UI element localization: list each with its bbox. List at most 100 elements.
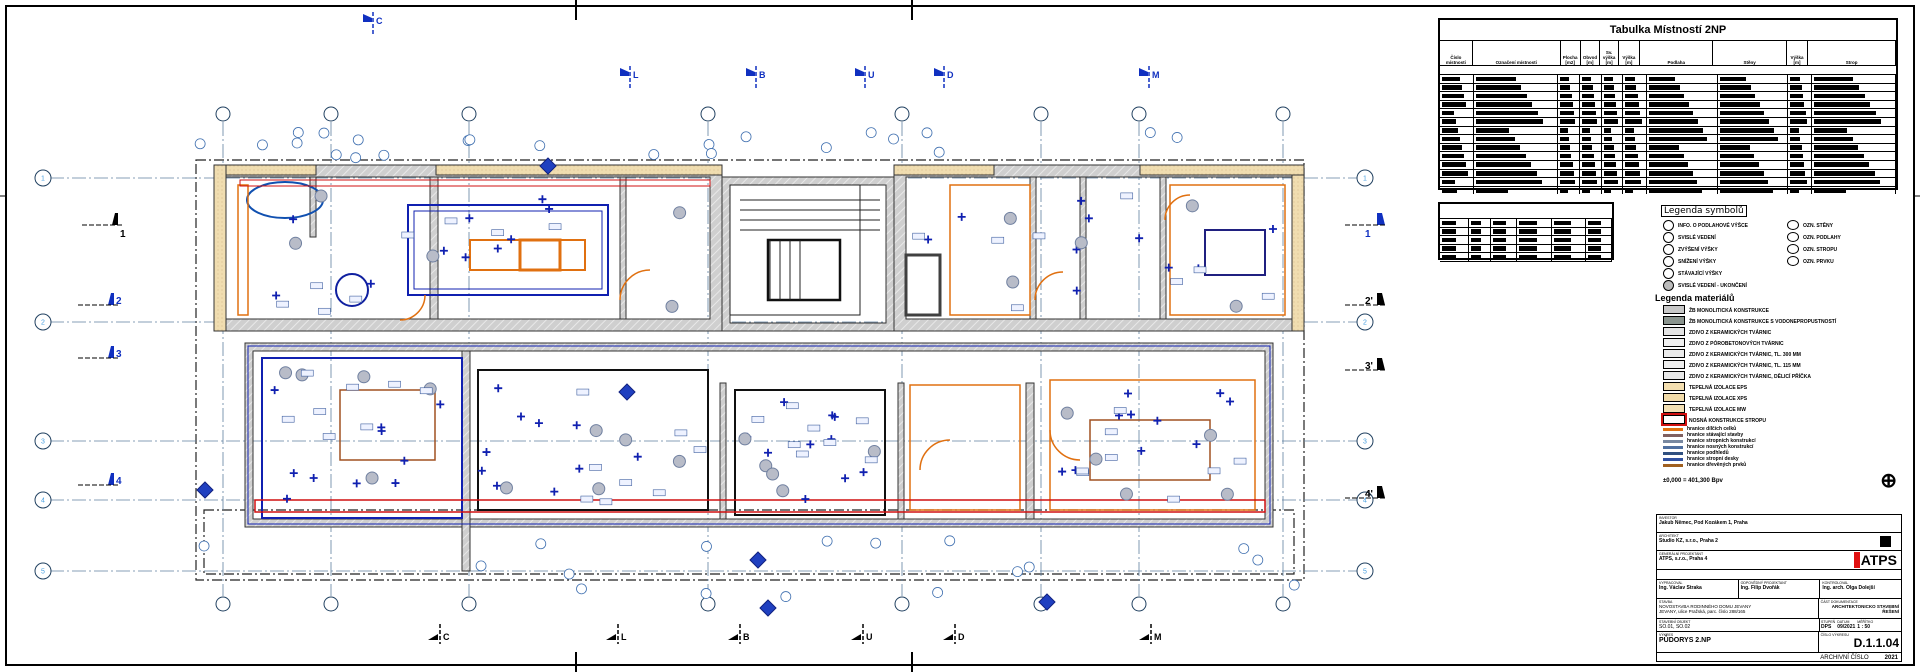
tag-icon [322, 433, 336, 440]
designer: ATPS, s.r.o., Praha 4 [1659, 556, 1708, 562]
level-marker-icon [932, 587, 944, 598]
room-table-header-cell: Výška [m] [1787, 41, 1809, 65]
part-label: STAVEBNÍ OBJEKT [1659, 620, 1691, 624]
designer-label: GENERÁLNÍ PROJEKTANT [1659, 552, 1704, 556]
room-table-row [1440, 75, 1896, 84]
level-marker-icon [352, 134, 364, 146]
part: SO.01, SO.02 [1659, 624, 1691, 630]
elevation-diamond-icon [759, 599, 777, 617]
level-symbol-icon [1663, 243, 1674, 257]
level-symbol-icon [1663, 219, 1674, 233]
tag-icon [693, 446, 707, 453]
checker: Ing. arch. Olga Dolejší [1822, 585, 1875, 591]
legend-label: nosná konstrukce stropu [1689, 417, 1766, 424]
light-fixture-icon [575, 464, 584, 473]
section-arrow-icon [363, 14, 372, 22]
section-arrow-icon [1377, 486, 1385, 498]
staircase [740, 199, 880, 300]
level-symbol-icon [1663, 255, 1674, 269]
level-marker-icon [1023, 561, 1035, 573]
level-marker-icon [576, 583, 587, 595]
tag-icon [388, 380, 401, 388]
openings-table-row [1440, 253, 1612, 262]
tag-icon [1167, 495, 1180, 503]
light-fixture-icon [801, 495, 810, 504]
tag-icon [318, 307, 331, 315]
legend-item: Ozn. stropu [1787, 244, 1899, 256]
light-fixture-icon [841, 474, 850, 483]
doc-part: ARCHITEKTONICKO STAVEBNÍ ŘEŠENÍ [1831, 604, 1899, 614]
level-marker-icon [648, 149, 660, 160]
legend-label: ŽB monolitická konstrukce [1689, 307, 1769, 314]
section-arrow-icon [1377, 213, 1385, 225]
room-table-header-cell: Číslo místnosti [1440, 41, 1473, 65]
stage: DPS [1821, 624, 1832, 630]
responsible: Ing. Filip Dvořák [1740, 585, 1780, 591]
line-style-icon [1663, 457, 1683, 461]
section-mark-right: 3' [1365, 361, 1373, 372]
doc-part-label: ČÁST DOKUMENTACE [1820, 600, 1858, 604]
tag-icon [310, 282, 323, 290]
tag-icon [580, 495, 594, 503]
tag-icon [313, 408, 327, 415]
legend-line-item: hranice dřevěných prvků [1663, 462, 1911, 468]
legend-item: tepelná izolace EPS [1663, 382, 1911, 393]
vertical-duct-icon [738, 432, 752, 446]
legend-label: hranice dílčích celků [1687, 426, 1737, 432]
legend-item: tepelná izolace XPS [1663, 393, 1911, 404]
light-fixture-icon [1084, 214, 1093, 223]
light-fixture-icon [534, 419, 543, 428]
light-fixture-icon [516, 412, 525, 421]
legend-item: Ozn. podlahy [1787, 232, 1899, 244]
level-symbol-icon [1663, 231, 1674, 245]
level-marker-icon [1171, 132, 1183, 143]
vertical-duct-icon [289, 236, 303, 250]
grid-axis-bubble [1275, 596, 1291, 612]
legend-symbols-left: Info. o podlahové výšceSvislé vedeníZvýš… [1655, 219, 1779, 292]
section-mark-top: C [376, 16, 383, 26]
legend-item: zdivo z keramických tvárnic [1663, 327, 1911, 338]
checker-label: KONTROLOVAL [1822, 581, 1849, 585]
light-fixture-icon [391, 479, 400, 488]
level-marker-icon [1288, 579, 1300, 591]
vertical-duct-icon [776, 484, 790, 498]
light-fixture-icon [538, 195, 547, 204]
vertical-duct-icon [1089, 452, 1103, 466]
light-fixture-icon [1216, 389, 1225, 398]
tag-icon [785, 402, 799, 410]
level-symbol-icon [1663, 267, 1674, 281]
light-fixture-icon [806, 440, 815, 449]
section-mark-right: 4' [1365, 489, 1373, 500]
section-mark-top: M [1152, 70, 1160, 80]
material-swatch-icon [1663, 327, 1685, 338]
level-marker-icon [870, 537, 882, 549]
light-fixture-icon [1164, 263, 1173, 272]
vertical-duct-icon [1220, 487, 1234, 501]
vertical-duct-icon [672, 454, 686, 468]
architect-label: ARCHITEKT [1659, 534, 1679, 538]
tag-icon [912, 232, 925, 240]
drawing-name: PŮDORYS 2.NP [1659, 637, 1711, 644]
level-marker-icon [888, 133, 899, 145]
level-marker-icon [700, 588, 712, 599]
legend-item: Info. o podlahové výšce [1663, 219, 1779, 233]
section-arrow-icon [1139, 634, 1149, 640]
section-arrow-icon [428, 634, 438, 640]
vertical-duct-icon [1074, 236, 1088, 250]
light-fixture-icon [633, 452, 642, 461]
light-fixture-icon [436, 400, 445, 409]
legend-label: Zvýšení výšky [1678, 247, 1718, 253]
archive-number: 2021 [1884, 654, 1898, 661]
section-arrow-icon [606, 634, 616, 640]
vertical-duct-icon [279, 366, 293, 380]
elevation-diamond-icon [196, 481, 214, 499]
light-fixture-icon [377, 426, 386, 435]
vertical-duct-icon [1185, 199, 1199, 213]
grid-axis-bubble [1275, 106, 1291, 122]
project-label: STAVBA [1659, 600, 1673, 604]
legend-item: Ozn. prvku [1787, 256, 1899, 268]
title-block: INVESTOR Jakub Němec, Pod Kozákem 1, Pra… [1656, 514, 1902, 662]
legend-materials-title: Legenda materiálů [1655, 293, 1735, 303]
drawing-number: D.1.1.04 [1853, 636, 1899, 650]
